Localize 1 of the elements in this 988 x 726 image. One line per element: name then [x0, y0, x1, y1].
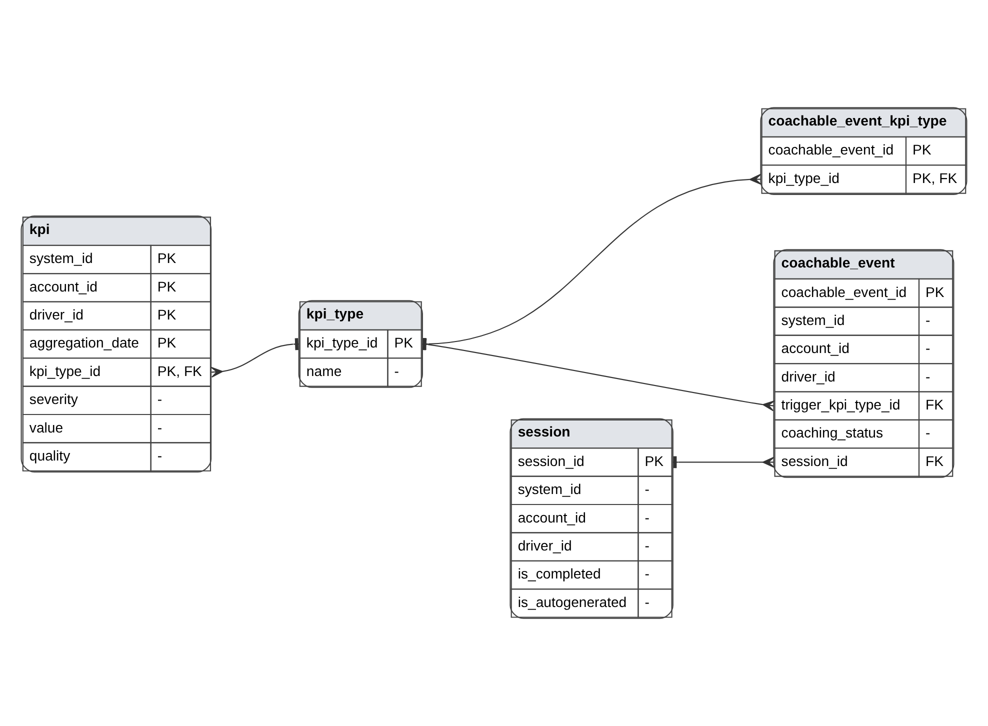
connector	[210, 338, 299, 378]
